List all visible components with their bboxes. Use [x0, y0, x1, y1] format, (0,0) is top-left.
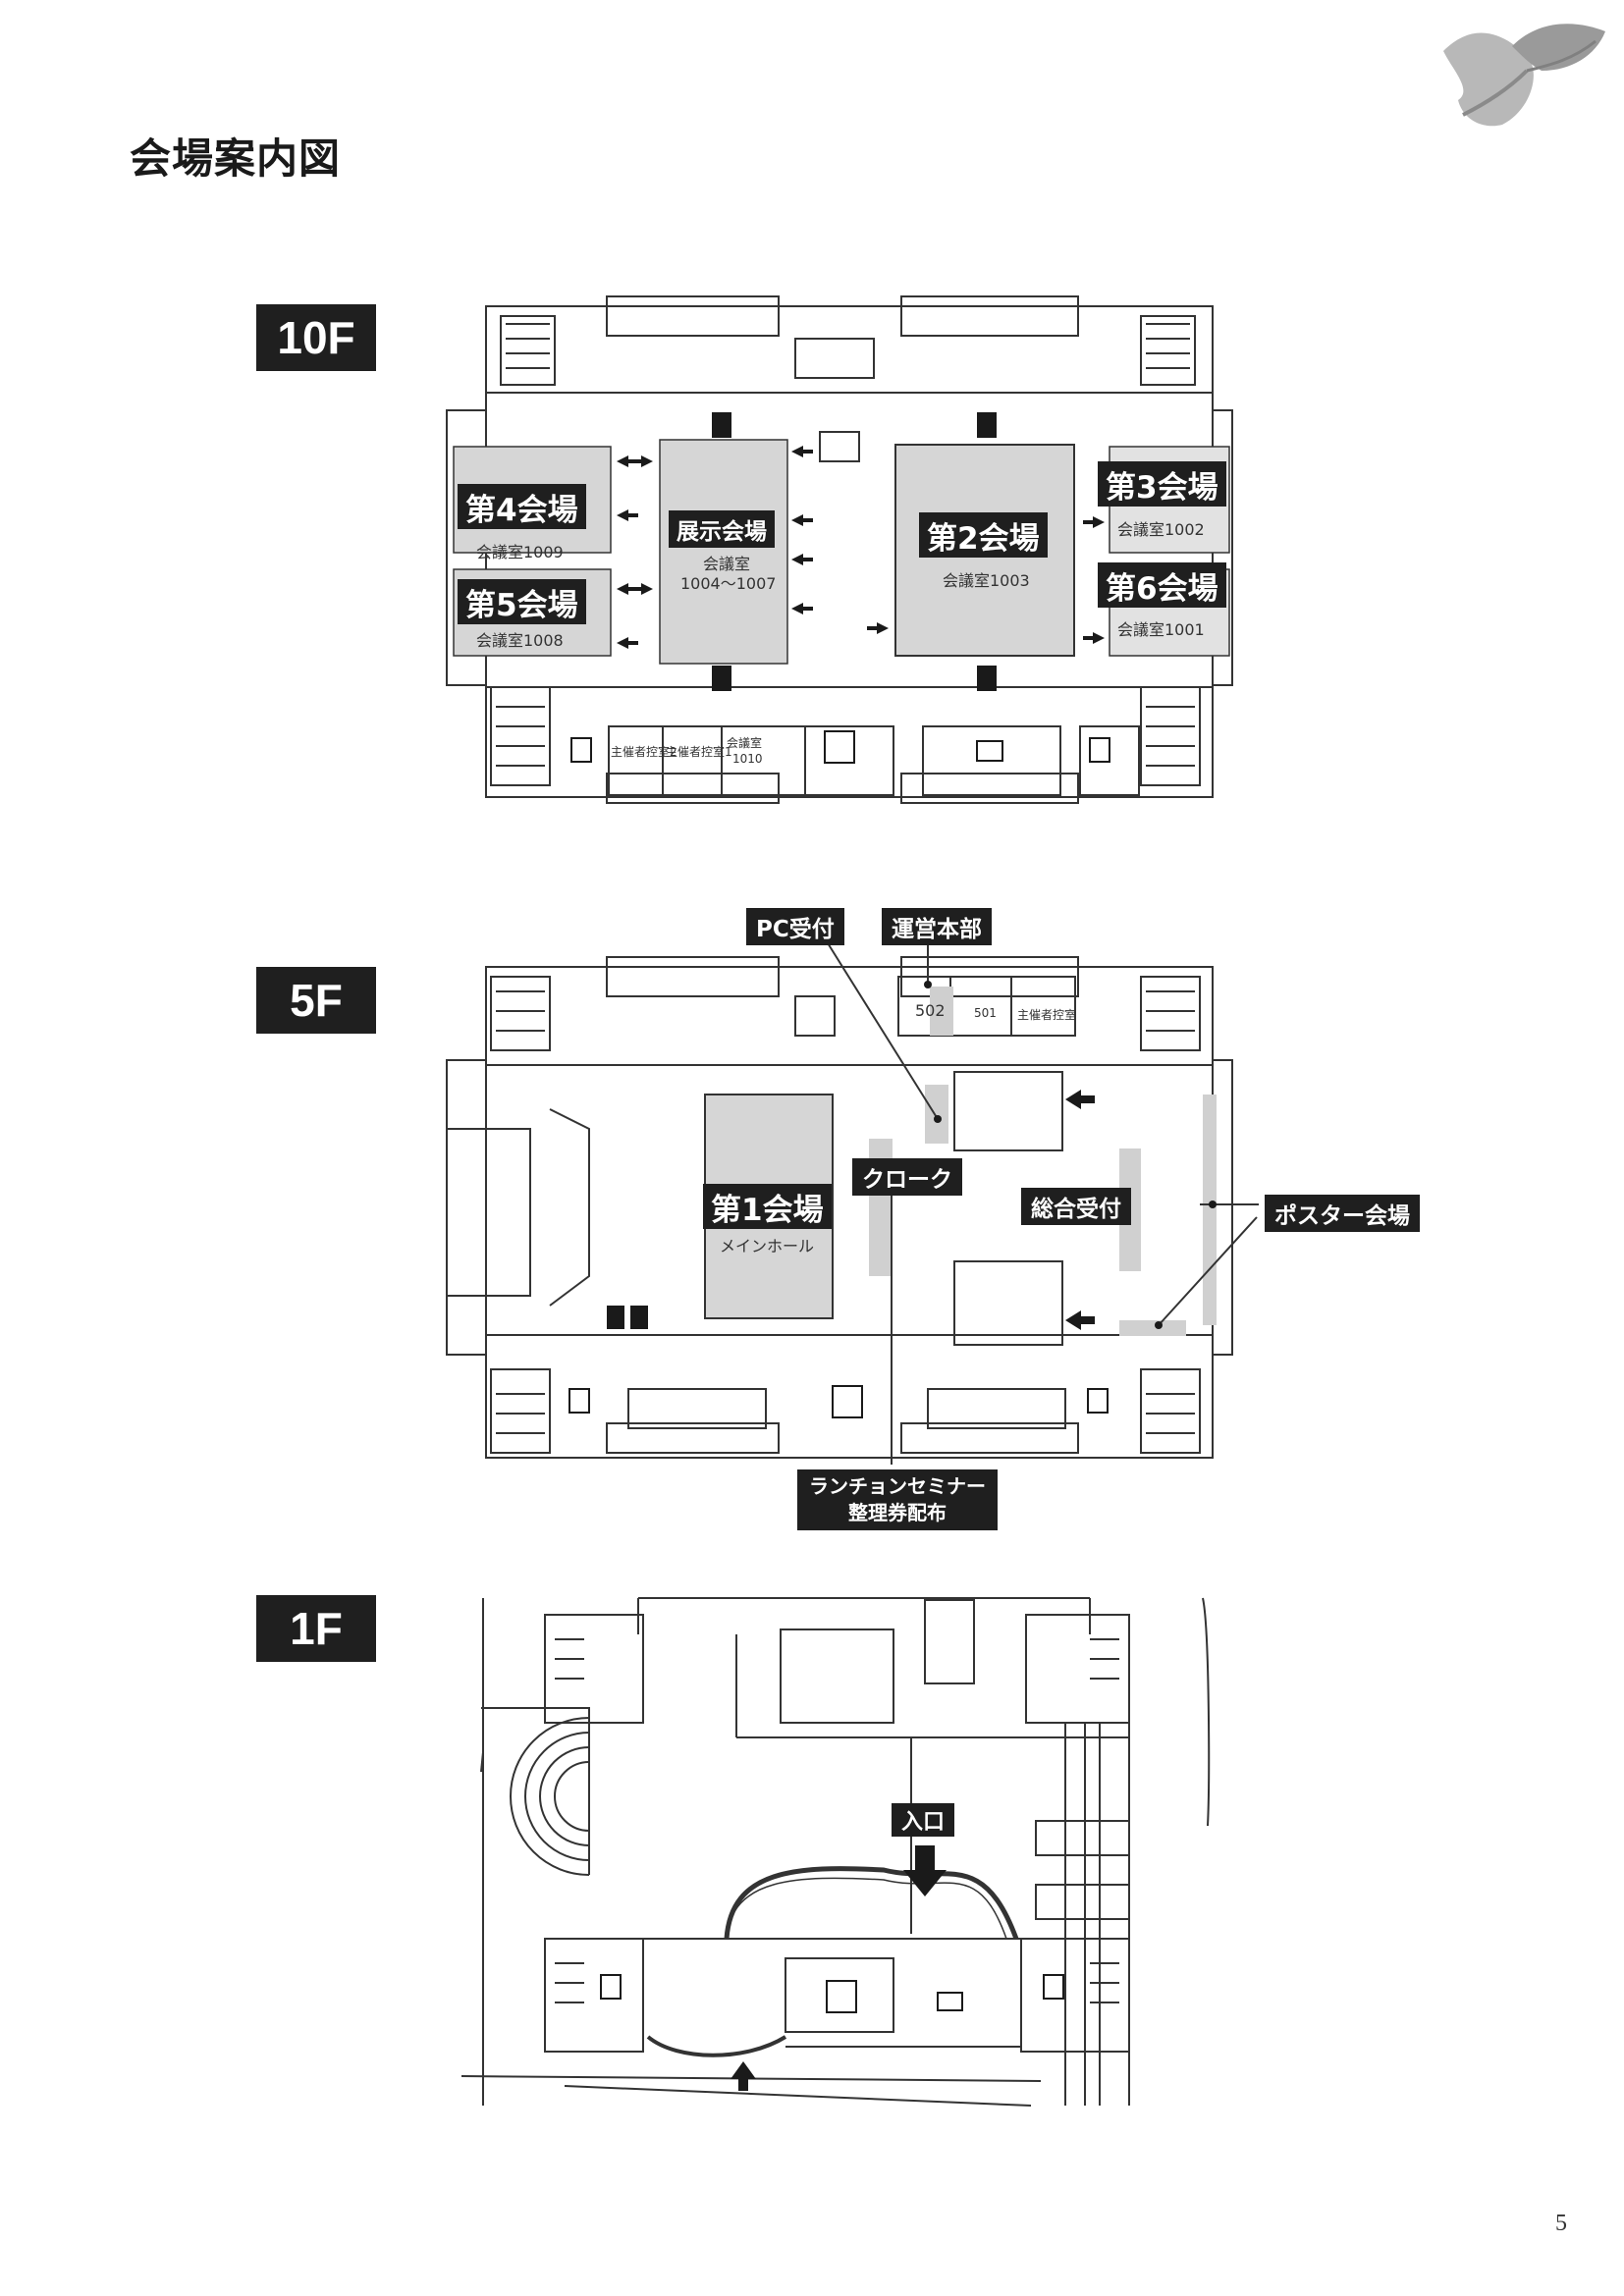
- room-label-organizer1: 主催者控室1: [666, 745, 732, 759]
- amphitheater: [510, 1717, 590, 1876]
- poster-venue-label: ポスター会場: [1265, 1195, 1420, 1232]
- venue-label-hall5: 第5会場: [458, 579, 586, 624]
- room-label-1010-line2: 1010: [732, 752, 763, 766]
- restroom-icon: [607, 1306, 648, 1329]
- room-label-501: 501: [974, 1006, 997, 1020]
- venue-label-hall6: 第6会場: [1098, 562, 1226, 608]
- room-label-1004-line1: 会議室: [703, 555, 751, 573]
- room-label-organizer2: 主催者控室2: [611, 745, 677, 759]
- room-label-1009: 会議室1009: [476, 543, 564, 561]
- venue-label-hall1: 第1会場: [703, 1184, 832, 1229]
- room-label-1008: 会議室1008: [476, 631, 564, 650]
- luncheon-seminar-line1: ランチョンセミナー: [809, 1474, 986, 1498]
- general-reception-label: 総合受付: [1021, 1188, 1131, 1225]
- pc-reception-label: PC受付: [746, 908, 844, 945]
- ginkgo-leaf-logo: [1443, 24, 1605, 127]
- page-title: 会場案内図: [130, 134, 342, 183]
- room-label-1002: 会議室1002: [1117, 520, 1205, 539]
- room-label-main-hall: メインホール: [720, 1237, 815, 1255]
- venue-label-hall3: 第3会場: [1098, 461, 1226, 507]
- room-label-1003: 会議室1003: [943, 571, 1030, 590]
- venue-label-hall2: 第2会場: [919, 512, 1048, 558]
- room-label-1010-line1: 会議室: [727, 736, 763, 750]
- cloak-label: クローク: [852, 1158, 962, 1196]
- entrance-arrow-icon: [731, 1845, 947, 2091]
- floor-badge-1f: 1F: [256, 1595, 376, 1662]
- room-label-organizer: 主催者控室: [1017, 1008, 1077, 1022]
- room-label-1001: 会議室1001: [1117, 620, 1205, 639]
- floor-badge-5f: 5F: [256, 967, 376, 1034]
- luncheon-seminar-line2: 整理券配布: [848, 1501, 947, 1524]
- room-label-502: 502: [915, 1001, 946, 1020]
- venue-label-exhibit: 展示会場: [669, 510, 775, 548]
- venue-label-hall4: 第4会場: [458, 484, 586, 529]
- page-number: 5: [1555, 2211, 1567, 2236]
- hq-label: 運営本部: [882, 908, 992, 945]
- floor-badge-10f: 10F: [256, 304, 376, 371]
- entrance-label: 入口: [892, 1803, 955, 1837]
- room-label-1004-line2: 1004～1007: [680, 574, 777, 593]
- luncheon-seminar-label: ランチョンセミナー 整理券配布: [797, 1469, 998, 1530]
